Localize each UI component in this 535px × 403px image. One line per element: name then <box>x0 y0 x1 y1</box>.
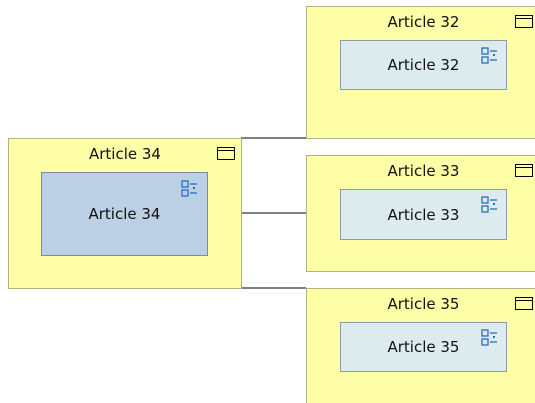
item-label: Article 32 <box>387 56 460 74</box>
group-article-32[interactable]: Article 32 Article 32 <box>306 6 535 139</box>
item-label: Article 34 <box>88 205 161 223</box>
group-article-34[interactable]: Article 34 Article 34 <box>8 138 242 289</box>
window-icon <box>515 297 533 310</box>
group-title: Article 34 <box>89 145 161 163</box>
group-article-33[interactable]: Article 33 Article 33 <box>306 155 535 272</box>
window-icon <box>515 15 533 28</box>
item-label: Article 35 <box>387 338 460 356</box>
list-items-icon <box>481 329 497 346</box>
item-article-33[interactable]: Article 33 <box>340 189 507 240</box>
group-title: Article 32 <box>387 13 460 31</box>
item-article-35[interactable]: Article 35 <box>340 322 507 372</box>
item-label: Article 33 <box>387 205 460 224</box>
list-items-icon <box>481 196 497 213</box>
list-items-icon <box>181 180 197 197</box>
group-title: Article 35 <box>387 295 460 313</box>
group-title: Article 33 <box>387 162 460 180</box>
item-article-32[interactable]: Article 32 <box>340 40 507 90</box>
list-items-icon <box>481 47 497 64</box>
window-icon <box>515 164 533 177</box>
item-article-34[interactable]: Article 34 <box>41 172 208 256</box>
group-article-35[interactable]: Article 35 Article 35 <box>306 288 535 403</box>
window-icon <box>217 147 235 160</box>
